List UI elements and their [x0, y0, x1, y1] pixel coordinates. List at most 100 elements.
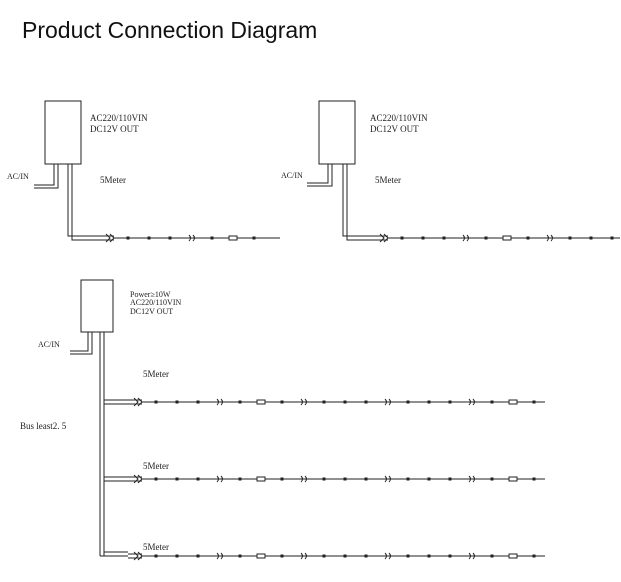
strip-cut-mark: [216, 475, 223, 483]
strip-led-dot: [526, 236, 530, 240]
strip-led-dot: [589, 236, 593, 240]
strip-led-dot: [343, 400, 347, 404]
branch-wire: [104, 399, 128, 405]
led-strip: [100, 233, 280, 243]
strip-led-dot: [406, 400, 410, 404]
main-bus-wire: [99, 332, 105, 556]
branch-wire: [100, 551, 128, 557]
strip-cut-mark: [384, 475, 391, 483]
strip-led-dot: [343, 477, 347, 481]
strip-resistor: [256, 553, 266, 559]
strip-cut-mark: [468, 398, 475, 406]
page-title: Product Connection Diagram: [22, 17, 318, 43]
diagram1-unit-b: AC220/110VIN DC12V OUT AC/IN 5Meter: [281, 100, 620, 243]
strip-connector: [374, 233, 389, 243]
ac-input-wire: [34, 164, 59, 189]
strip-led-dot: [427, 477, 431, 481]
strip-length-label: 5Meter: [143, 369, 169, 379]
strip-led-dot: [532, 477, 536, 481]
strip-led-dot: [154, 477, 158, 481]
strip-cut-mark: [462, 234, 469, 242]
strip-resistor: [508, 399, 518, 405]
ac-in-label: AC/IN: [38, 340, 60, 349]
strip-led-dot: [196, 554, 200, 558]
strip-cut-mark: [188, 234, 195, 242]
strip-led-dot: [400, 236, 404, 240]
adapter-input-label: AC220/110VIN: [370, 113, 428, 123]
strip-led-dot: [406, 477, 410, 481]
strip-led-dot: [154, 554, 158, 558]
strip-led-dot: [238, 400, 242, 404]
strip-led-dot: [364, 477, 368, 481]
strip-led-dot: [448, 554, 452, 558]
strip-led-dot: [490, 400, 494, 404]
strip-led-dot: [490, 477, 494, 481]
strip-connector: [100, 233, 115, 243]
strip-led-dot: [364, 554, 368, 558]
strip-led-dot: [421, 236, 425, 240]
strip-led-dot: [196, 400, 200, 404]
strip-cut-mark: [384, 552, 391, 560]
adapter-output-label: DC12V OUT: [370, 124, 419, 134]
strip-connector: [128, 551, 143, 561]
strip-led-dot: [126, 236, 130, 240]
strip-led-dot: [175, 400, 179, 404]
adapter-input-label: AC220/110VIN: [90, 113, 148, 123]
led-strip: [128, 551, 545, 561]
strip-resistor: [502, 235, 512, 241]
adapter-output-label: DC12V OUT: [90, 124, 139, 134]
strip-led-dot: [238, 477, 242, 481]
strip-led-dot: [280, 554, 284, 558]
strip-led-dot: [210, 236, 214, 240]
strip-length-label: 5Meter: [143, 542, 169, 552]
strip-led-dot: [448, 400, 452, 404]
dc-output-wire: [67, 164, 100, 241]
strip-length-label: 5Meter: [100, 175, 126, 185]
strip-resistor: [256, 476, 266, 482]
led-strip: [128, 474, 545, 484]
strip-cut-mark: [546, 234, 553, 242]
ac-in-label: AC/IN: [7, 172, 29, 181]
dc-output-wire: [342, 164, 374, 241]
strip-resistor: [508, 553, 518, 559]
bus-spec-label: Bus least2. 5: [20, 421, 67, 431]
branch-wire: [104, 476, 128, 482]
strip-led-dot: [322, 477, 326, 481]
strip-length-label: 5Meter: [375, 175, 401, 185]
strip-led-dot: [175, 477, 179, 481]
strip-led-dot: [490, 554, 494, 558]
power-adapter-box: [80, 279, 114, 333]
diagram1-unit-a: AC220/110VIN DC12V OUT AC/IN 5Meter: [7, 100, 280, 243]
strip-led-dot: [196, 477, 200, 481]
strip-connector: [128, 397, 143, 407]
strip-led-dot: [147, 236, 151, 240]
strip-led-dot: [280, 400, 284, 404]
strip-led-dot: [568, 236, 572, 240]
strip-led-dot: [280, 477, 284, 481]
strip-cut-mark: [468, 552, 475, 560]
strip-led-dot: [364, 400, 368, 404]
strip-led-dot: [484, 236, 488, 240]
ac-input-wire: [307, 164, 333, 187]
strip-led-dot: [610, 236, 614, 240]
strip-led-dot: [154, 400, 158, 404]
strip-cut-mark: [468, 475, 475, 483]
strip-resistor: [256, 399, 266, 405]
diagram2: Power≥10W AC220/110VIN DC12V OUT AC/IN B…: [20, 279, 545, 561]
strip-length-label: 5Meter: [143, 461, 169, 471]
strip-cut-mark: [300, 475, 307, 483]
strip-resistor: [228, 235, 238, 241]
strip-led-dot: [448, 477, 452, 481]
strip-led-dot: [427, 400, 431, 404]
ac-in-label: AC/IN: [281, 171, 303, 180]
strip-cut-mark: [300, 552, 307, 560]
strip-led-dot: [175, 554, 179, 558]
strip-cut-mark: [384, 398, 391, 406]
strip-led-dot: [343, 554, 347, 558]
strip-led-dot: [532, 554, 536, 558]
strip-led-dot: [322, 400, 326, 404]
power-rating-label: Power≥10W: [130, 290, 171, 299]
power-adapter-box: [44, 100, 82, 165]
